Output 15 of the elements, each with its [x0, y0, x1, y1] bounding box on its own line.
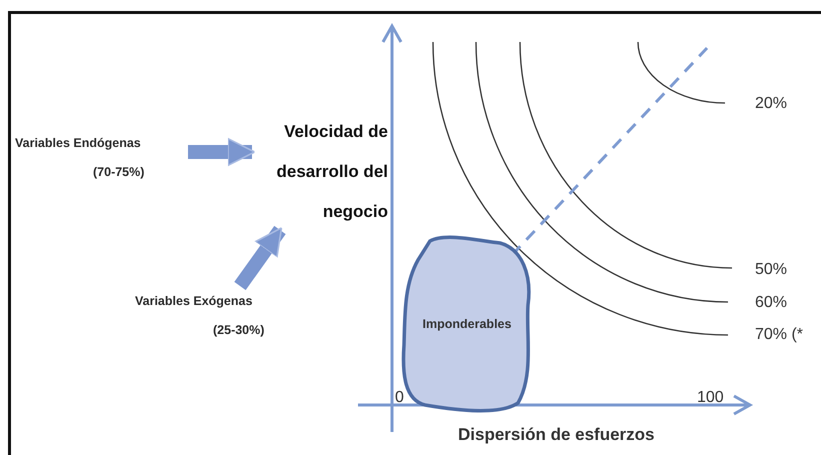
- curve-label: 70% (*: [755, 327, 804, 343]
- variable-label: Variables Endógenas: [15, 136, 141, 151]
- axis-tick-label: 100: [697, 390, 724, 406]
- axis-title: Dispersión de esfuerzos: [458, 426, 655, 443]
- block-arrow: [234, 226, 286, 290]
- curve-label: 20%: [755, 96, 788, 112]
- percent-label: (70-75%): [93, 165, 144, 180]
- block-arrow: [188, 138, 256, 166]
- node-label: Imponderables: [422, 317, 512, 331]
- variable-label: Variables Exógenas: [135, 294, 252, 309]
- percent-label: (25-30%): [213, 323, 264, 338]
- curve-label: 60%: [755, 295, 788, 311]
- curve-label: 50%: [755, 262, 788, 278]
- node-label: Velocidad de desarrollo del negocio: [276, 121, 388, 223]
- axis-tick-label: 0: [395, 390, 404, 406]
